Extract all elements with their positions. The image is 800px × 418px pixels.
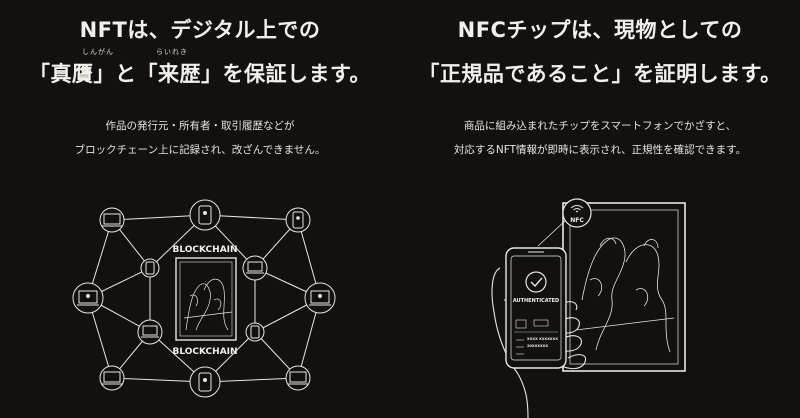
nft-heading-line2: 「真贋」と「来歴」を保証します。 (29, 62, 371, 86)
blockchain-network-diagram: BLOCKCHAIN BLOCKCHAIN (72, 199, 336, 398)
smartphone: AUTHENTICATED XXXX XXXXXXX 20XXXXXX (505, 247, 567, 369)
framed-artwork (562, 202, 686, 372)
nfc-description-line1: 商品に組み込まれたチップをスマートフォンでかざすと、 (463, 120, 737, 132)
node-bottom (189, 366, 221, 398)
nfc-description-line2: 対応するNFT情報が即時に表示され、正規性を確認できます。 (453, 144, 747, 156)
nft-description-line1: 作品の発行元・所有者・取引履歴などが (105, 120, 295, 132)
nfc-badge: NFC (537, 198, 592, 247)
nfc-label: NFC (570, 217, 584, 224)
node-top-right (285, 207, 311, 233)
wifi-icon (570, 205, 584, 213)
blockchain-artwork-card: BLOCKCHAIN BLOCKCHAIN (172, 245, 237, 357)
node-bottom-left (99, 365, 125, 391)
blockchain-label-top: BLOCKCHAIN (172, 245, 237, 255)
ruby-shingan: しんがん (82, 48, 114, 56)
node-inner-top-left (140, 258, 160, 278)
network-nodes (72, 199, 336, 398)
phone-row1: XXXX XXXXXXX (527, 337, 558, 341)
node-top (189, 199, 221, 231)
ruby-raireki: らいれき (156, 48, 188, 56)
nfc-heading-line2: 「正規品であること」を証明します。 (418, 62, 782, 86)
check-icon (525, 271, 547, 293)
node-inner-bottom-right (245, 322, 265, 342)
node-bottom-right (285, 365, 311, 391)
blockchain-label-bottom: BLOCKCHAIN (172, 347, 237, 357)
nfc-heading-line1: NFCチップは、現物としての (457, 18, 743, 42)
nfc-panel: NFCチップは、現物としての 「正規品であること」を証明します。 商品に組み込ま… (400, 0, 800, 418)
phone-status: AUTHENTICATED (513, 298, 559, 304)
node-right (304, 282, 336, 314)
nfc-scan-illustration: NFC AUTHENTICATED XXXX XXXXXXX 20XXXXXX (491, 198, 686, 418)
node-top-left (99, 207, 125, 233)
nft-heading-line1: NFTは、デジタル上での (79, 18, 321, 42)
phone-row2: 20XXXXXX (527, 344, 548, 348)
nft-description-line2: ブロックチェーン上に記録され、改ざんできません。 (74, 144, 326, 156)
node-inner-bottom-left (137, 319, 163, 345)
node-left (72, 282, 104, 314)
node-inner-top-right (242, 255, 268, 281)
nft-panel: NFTは、デジタル上での しんがん らいれき 「真贋」と「来歴」を保証します。 … (29, 18, 371, 398)
